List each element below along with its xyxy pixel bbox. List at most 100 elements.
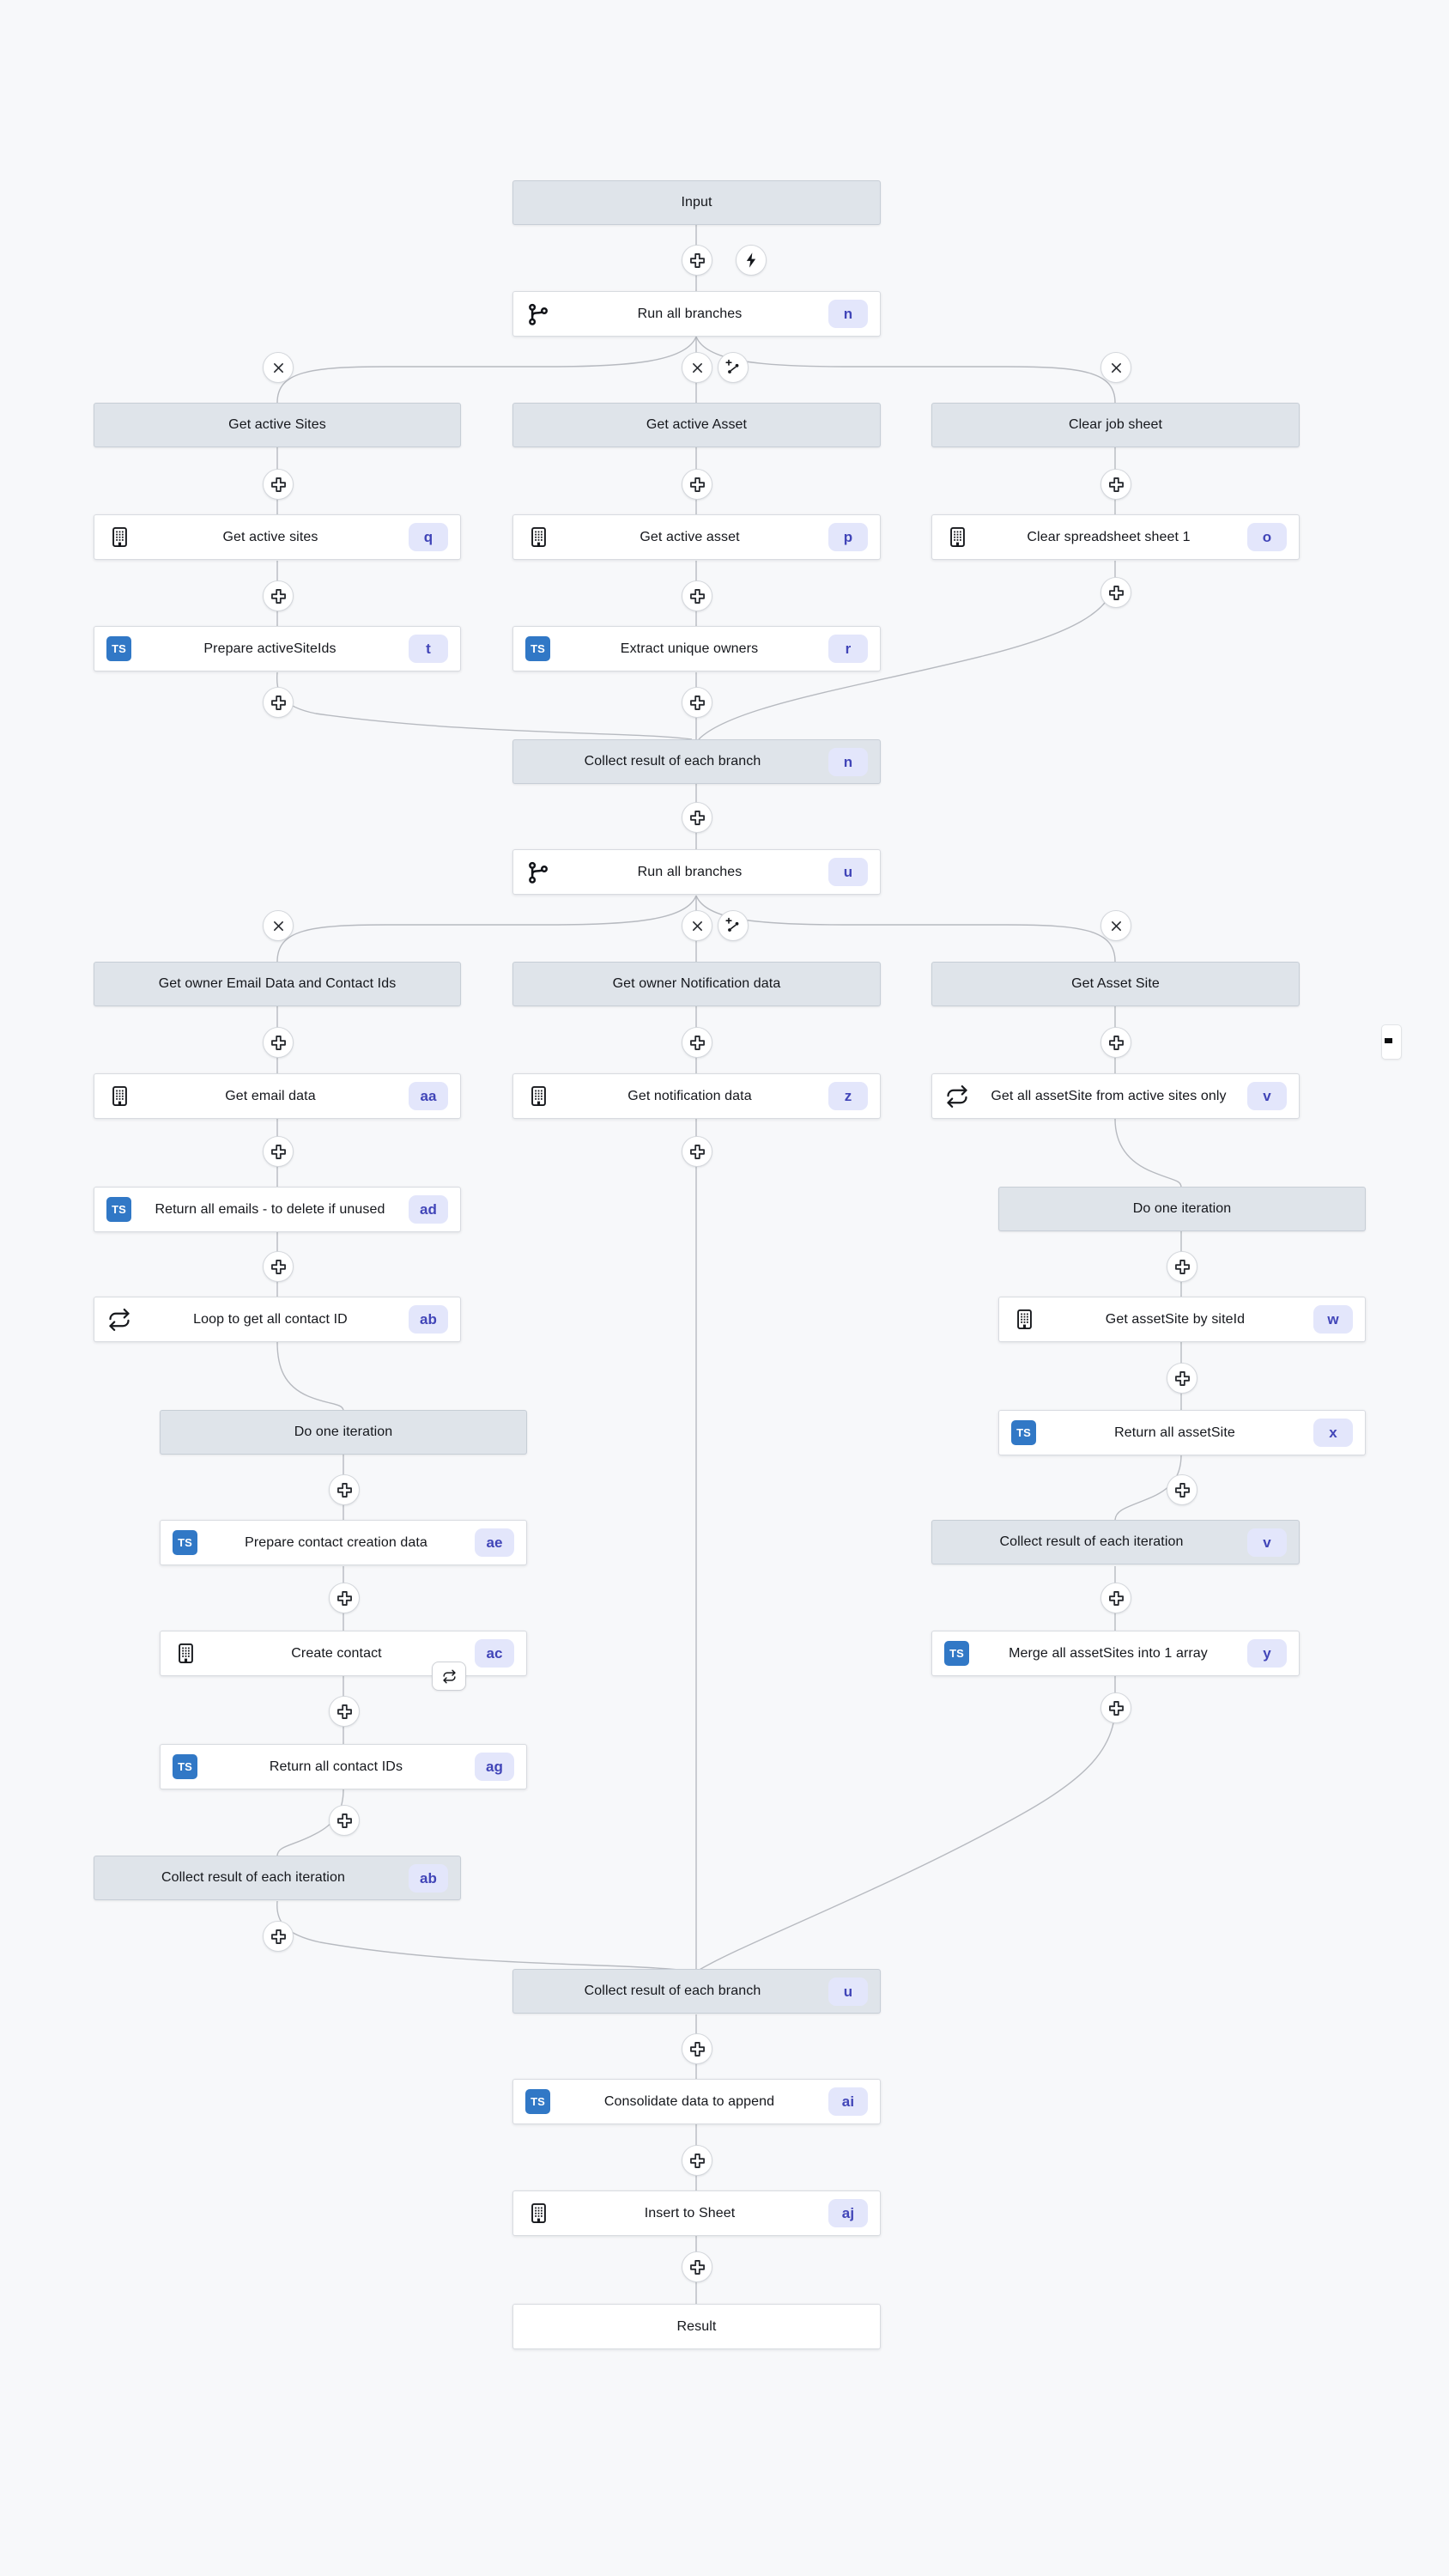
node-get-active-asset[interactable]: Get active asset p [512, 514, 881, 560]
plus-button[interactable] [1100, 1692, 1131, 1723]
plus-button[interactable] [682, 580, 712, 611]
plus-button[interactable] [682, 2251, 712, 2282]
bolt-icon [743, 252, 760, 269]
plus-button[interactable] [1100, 1027, 1131, 1058]
ts-icon: TS [525, 2089, 550, 2114]
node-label: Collect result of each branch [584, 754, 761, 769]
plus-button[interactable] [682, 2033, 712, 2064]
close-button[interactable] [682, 352, 712, 383]
plus-button[interactable] [329, 1474, 360, 1505]
node-branch-get-owner-notification[interactable]: Get owner Notification data [512, 962, 881, 1006]
plus-button[interactable] [682, 1136, 712, 1167]
building-icon [944, 525, 970, 550]
bolt-button[interactable] [736, 245, 767, 276]
node-branch-get-active-asset[interactable]: Get active Asset [512, 403, 881, 447]
connector-line [1114, 1118, 1182, 1188]
fragment-glyph [1385, 1038, 1392, 1043]
plus-button[interactable] [329, 1583, 360, 1613]
node-label: Get active asset [640, 529, 740, 544]
close-button[interactable] [263, 910, 294, 941]
node-label: Get owner Notification data [612, 976, 781, 991]
node-label: Create contact [291, 1645, 382, 1661]
plus-button[interactable] [1100, 1583, 1131, 1613]
plus-button[interactable] [682, 245, 712, 276]
plus-button[interactable] [263, 1027, 294, 1058]
plus-icon [688, 809, 706, 827]
node-do-one-iteration-right[interactable]: Do one iteration [998, 1187, 1366, 1231]
node-result[interactable]: Result [512, 2304, 881, 2349]
plus-button[interactable] [263, 469, 294, 500]
add-branch-button[interactable] [718, 352, 749, 383]
node-branch-get-owner-email-data[interactable]: Get owner Email Data and Contact Ids [94, 962, 461, 1006]
close-button[interactable] [1100, 352, 1131, 383]
plus-button[interactable] [682, 469, 712, 500]
connector-line [276, 1900, 694, 1972]
close-button[interactable] [263, 352, 294, 383]
plus-button[interactable] [682, 2145, 712, 2176]
plus-button[interactable] [1100, 469, 1131, 500]
step-id-badge: n [828, 747, 868, 776]
connector-line [695, 336, 1116, 404]
plus-button[interactable] [329, 1696, 360, 1727]
node-input[interactable]: Input [512, 180, 881, 225]
node-label: Collect result of each iteration [999, 1534, 1184, 1549]
plus-button[interactable] [263, 1136, 294, 1167]
node-label: Return all emails - to delete if unused [155, 1201, 385, 1217]
plus-button[interactable] [682, 1027, 712, 1058]
node-label: Run all branches [637, 864, 743, 879]
node-label: Get active Sites [228, 417, 326, 432]
plus-icon [688, 2152, 706, 2170]
plus-button[interactable] [1167, 1251, 1197, 1282]
plus-icon [270, 476, 288, 494]
plus-button[interactable] [329, 1805, 360, 1836]
add-branch-button[interactable] [718, 910, 749, 941]
plus-button[interactable] [263, 687, 294, 718]
node-label: Get email data [225, 1088, 316, 1103]
plus-button[interactable] [1167, 1474, 1197, 1505]
plus-button[interactable] [682, 802, 712, 833]
node-get-all-assetsite-active-sites[interactable]: Get all assetSite from active sites only… [931, 1073, 1300, 1119]
plus-button[interactable] [263, 580, 294, 611]
node-collect-result-branch-n[interactable]: Collect result of each branch n [512, 739, 881, 784]
plus-button[interactable] [263, 1921, 294, 1952]
close-button[interactable] [682, 910, 712, 941]
close-button[interactable] [1100, 910, 1131, 941]
node-branch-get-active-sites[interactable]: Get active Sites [94, 403, 461, 447]
add-branch-icon [724, 917, 742, 934]
node-branch-get-asset-site[interactable]: Get Asset Site [931, 962, 1300, 1006]
plus-button[interactable] [1167, 1363, 1197, 1394]
step-id-badge: q [409, 523, 448, 551]
node-do-one-iteration-left[interactable]: Do one iteration [160, 1410, 527, 1455]
step-id-badge: u [828, 1977, 868, 2006]
step-id-badge: t [409, 635, 448, 663]
node-branch-clear-job-sheet[interactable]: Clear job sheet [931, 403, 1300, 447]
step-id-badge: p [828, 523, 868, 551]
plus-button[interactable] [263, 1251, 294, 1282]
node-label: Get notification data [627, 1088, 752, 1103]
plus-button[interactable] [682, 687, 712, 718]
connector-line [276, 895, 697, 963]
plus-button[interactable] [1100, 577, 1131, 608]
